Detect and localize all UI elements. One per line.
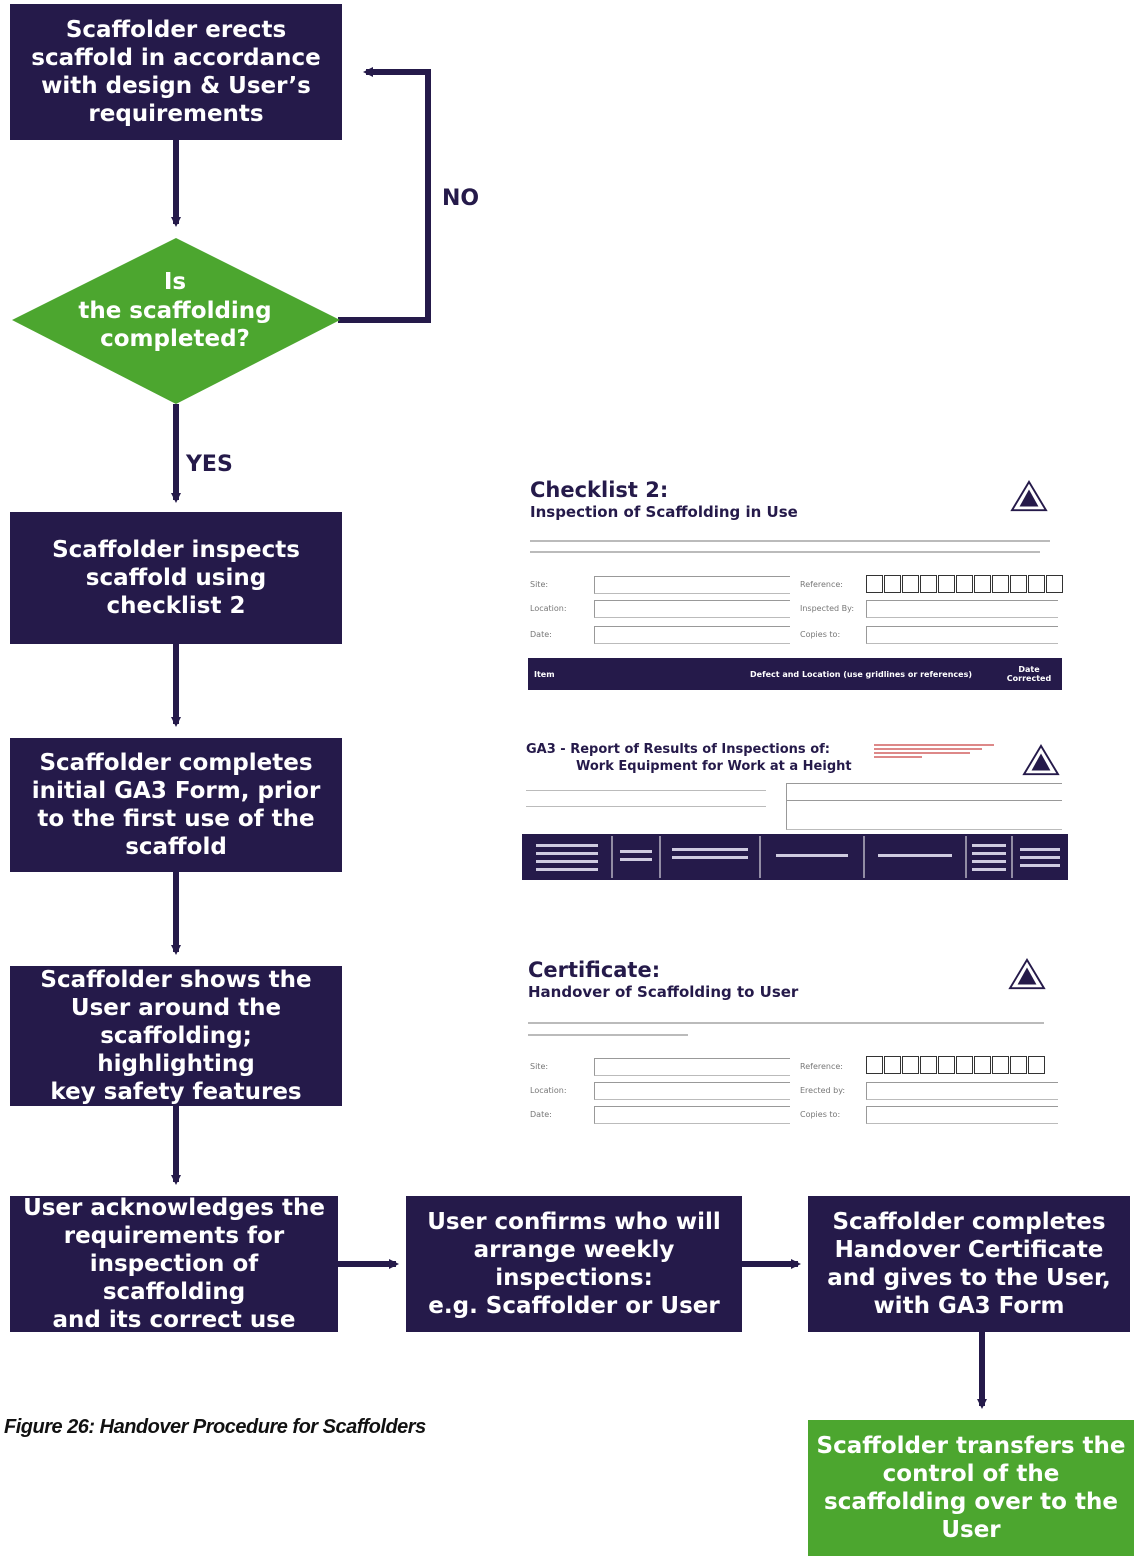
step-inspect-scaffold: Scaffolder inspects scaffold using check… xyxy=(10,512,342,644)
checklist2-site-label: Site: xyxy=(530,580,549,589)
checklist2-reference-label: Reference: xyxy=(800,580,843,589)
yes-label: YES xyxy=(186,452,233,477)
certificate-copies-field xyxy=(866,1106,1058,1124)
step-complete-ga3: Scaffolder completes initial GA3 Form, p… xyxy=(10,738,342,872)
checklist2-date-label: Date: xyxy=(530,630,552,639)
checklist2-copies-field xyxy=(866,626,1058,644)
no-label: NO xyxy=(442,186,480,211)
certificate-site-label: Site: xyxy=(530,1062,549,1071)
checklist2-inspected-by-label: Inspected By: xyxy=(800,604,855,613)
ga3-note xyxy=(874,742,994,760)
ga3-line xyxy=(526,790,766,791)
ga3-title: GA3 - Report of Results of Inspections o… xyxy=(526,742,830,757)
arrow-no-loop xyxy=(338,67,431,323)
certificate-site-field xyxy=(594,1058,790,1076)
ga3-field xyxy=(786,800,1062,830)
checklist2-table-header: Item Defect and Location (use gridlines … xyxy=(528,658,1062,690)
certificate-instructions-line xyxy=(528,1022,1044,1024)
checklist2-location-label: Location: xyxy=(530,604,567,613)
certificate-location-field xyxy=(594,1082,790,1100)
certificate-reference-label: Reference: xyxy=(800,1062,843,1071)
step-user-confirms: User confirms who will arrange weekly in… xyxy=(406,1196,742,1332)
checklist2-copies-label: Copies to: xyxy=(800,630,841,639)
ga3-header-columns xyxy=(536,836,1060,878)
checklist2-col-defect: Defect and Location (use gridlines or re… xyxy=(750,669,972,679)
checklist2-instructions-line xyxy=(530,540,1050,542)
checklist2-title: Checklist 2: xyxy=(530,478,669,502)
decision-diamond xyxy=(12,238,340,404)
checklist2-location-field xyxy=(594,600,790,618)
checklist2-col-date: Date Corrected xyxy=(1006,665,1052,683)
certificate-instructions-line xyxy=(528,1034,688,1036)
decision-text: Is the scaffolding completed? xyxy=(78,269,272,353)
step-user-acknowledges: User acknowledges the requirements for i… xyxy=(10,1195,338,1333)
step-transfer-control: Scaffolder transfers the control of the … xyxy=(808,1420,1134,1556)
checklist2-inspected-by-field xyxy=(866,600,1058,618)
checklist2-subtitle: Inspection of Scaffolding in Use xyxy=(530,503,798,521)
hsa-logo-icon xyxy=(1022,744,1060,776)
ga3-table-header xyxy=(522,834,1068,880)
figure-caption: Figure 26: Handover Procedure for Scaffo… xyxy=(4,1416,426,1438)
certificate-erected-by-field xyxy=(866,1082,1058,1100)
step-show-user: Scaffolder shows the User around the sca… xyxy=(10,966,342,1106)
certificate-title: Certificate: xyxy=(528,958,661,982)
certificate-date-label: Date: xyxy=(530,1110,552,1119)
checklist2-col-item: Item xyxy=(534,669,555,679)
ga3-field xyxy=(786,783,1062,801)
ga3-subtitle: Work Equipment for Work at a Height xyxy=(576,759,852,774)
ga3-line xyxy=(526,806,766,807)
certificate-reference-cells xyxy=(866,1056,1046,1074)
checklist2-date-field xyxy=(594,626,790,644)
certificate-erected-by-label: Erected by: xyxy=(800,1086,846,1095)
checklist2-reference-cells xyxy=(866,575,1064,593)
certificate-location-label: Location: xyxy=(530,1086,567,1095)
checklist2-site-field xyxy=(594,576,790,594)
step-erect-scaffold: Scaffolder erects scaffold in accordance… xyxy=(10,4,342,140)
certificate-date-field xyxy=(594,1106,790,1124)
certificate-subtitle: Handover of Scaffolding to User xyxy=(528,983,799,1001)
checklist2-instructions-line xyxy=(530,551,1040,553)
certificate-copies-label: Copies to: xyxy=(800,1110,841,1119)
hsa-logo-icon xyxy=(1010,480,1048,512)
step-complete-certificate: Scaffolder completes Handover Certificat… xyxy=(808,1196,1130,1332)
hsa-logo-icon xyxy=(1008,958,1046,990)
